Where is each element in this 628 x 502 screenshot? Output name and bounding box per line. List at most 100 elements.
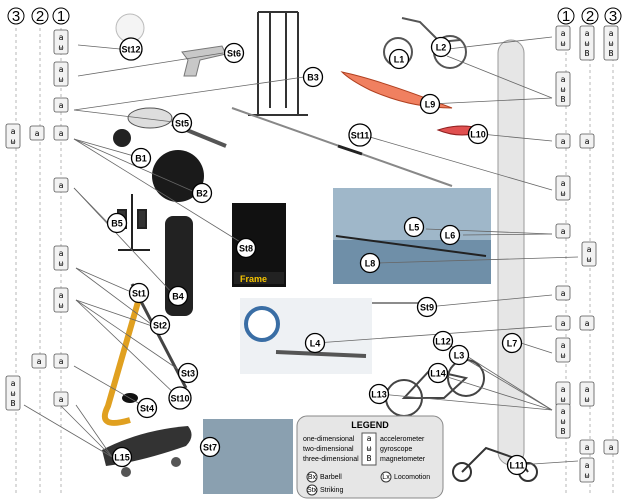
sensor-box-20: a bbox=[555, 223, 571, 239]
barbell-plate-large-illustration bbox=[152, 150, 204, 202]
sensor-box-11: a bbox=[53, 391, 69, 407]
device-label-st3: St3 bbox=[181, 369, 195, 379]
device-marker-b3 bbox=[302, 66, 324, 88]
sensor-glyph-mag: B bbox=[11, 399, 16, 408]
device-label-st1: St1 bbox=[132, 289, 146, 299]
sensor-glyph-accel: a bbox=[11, 127, 16, 136]
sensor-box-12: aωB bbox=[5, 375, 21, 411]
barbell-plate-small-illustration bbox=[113, 129, 131, 147]
sensor-box-18: a bbox=[579, 133, 595, 149]
device-marker-st3 bbox=[177, 362, 199, 384]
sensor-glyph-mag: B bbox=[561, 95, 566, 104]
sensor-glyph-mag: B bbox=[585, 49, 590, 58]
device-marker-l13 bbox=[368, 383, 390, 405]
sensor-glyph-accel: a bbox=[609, 29, 614, 38]
sensor-glyph-accel: a bbox=[561, 385, 566, 394]
legend-code-locomotion: Lx bbox=[382, 474, 390, 481]
sensor-glyph-accel: a bbox=[35, 129, 40, 138]
sensor-box-21: aω bbox=[581, 241, 597, 267]
device-marker-st9 bbox=[416, 296, 438, 318]
hockey-stick-illustration bbox=[101, 287, 145, 426]
legend-sensor-1: accelerometer bbox=[380, 436, 425, 443]
sensor-box-4: aω bbox=[5, 123, 21, 149]
device-marker-l14 bbox=[427, 362, 449, 384]
col-left-3: 3 bbox=[12, 8, 20, 25]
sensor-glyph-accel: a bbox=[585, 137, 590, 146]
device-label-b2: B2 bbox=[196, 189, 208, 199]
sensor-glyph-gyro: ω bbox=[561, 417, 566, 426]
sensor-glyph-gyro: ω bbox=[59, 259, 64, 268]
mast-illustration bbox=[497, 39, 525, 466]
device-label-b4: B4 bbox=[172, 292, 184, 302]
sensor-box-10: a bbox=[53, 353, 69, 369]
sensor-box-3: a bbox=[53, 125, 69, 141]
device-label-st11: St11 bbox=[351, 131, 370, 141]
sensor-glyph-mag: B bbox=[561, 427, 566, 436]
sensor-glyph-gyro: ω bbox=[11, 137, 16, 146]
sensor-box-23: a bbox=[555, 315, 571, 331]
device-label-st10: St10 bbox=[170, 394, 189, 404]
device-label-st7: St7 bbox=[203, 443, 217, 453]
device-label-l5: L5 bbox=[409, 223, 420, 233]
sensor-glyph-accel: a bbox=[59, 129, 64, 138]
sensor-glyph-accel: a bbox=[609, 443, 614, 452]
sensor-glyph-accel: a bbox=[561, 75, 566, 84]
sensor-glyph-accel: a bbox=[59, 101, 64, 110]
sensor-glyph-accel: a bbox=[585, 29, 590, 38]
sensor-box-25: aω bbox=[555, 337, 571, 363]
device-label-l2: L2 bbox=[436, 43, 447, 53]
legend-code-barbell: Bx bbox=[308, 474, 317, 481]
legend-code-striking: Stx bbox=[307, 487, 318, 494]
sensor-glyph-accel: a bbox=[561, 289, 566, 298]
sensor-glyph-accel: a bbox=[59, 65, 64, 74]
sensor-glyph-gyro: ω bbox=[585, 395, 590, 404]
photo-frame-label: Frame bbox=[240, 274, 267, 284]
device-marker-b2 bbox=[191, 182, 213, 204]
sensor-glyph-accel: a bbox=[59, 33, 64, 42]
sensor-box-27: aω bbox=[579, 381, 595, 407]
legend-dim-2: two-dimensional bbox=[303, 446, 354, 453]
device-label-l8: L8 bbox=[365, 259, 376, 269]
device-label-l12: L12 bbox=[435, 337, 451, 347]
sensor-glyph-gyro: ω bbox=[561, 395, 566, 404]
sensor-glyph-accel: a bbox=[561, 319, 566, 328]
device-marker-l1 bbox=[388, 48, 410, 70]
sensor-box-29: a bbox=[579, 439, 595, 455]
device-marker-l2 bbox=[430, 36, 452, 58]
sensor-box-26: aω bbox=[555, 381, 571, 407]
sensor-glyph-accel: a bbox=[561, 407, 566, 416]
device-marker-st5 bbox=[171, 112, 193, 134]
sensor-box-1: aω bbox=[53, 61, 69, 87]
sensor-box-15: aωB bbox=[603, 25, 619, 61]
sensor-glyph-accel: a bbox=[561, 341, 566, 350]
sensor-glyph-gyro: ω bbox=[587, 255, 592, 264]
device-marker-b1 bbox=[130, 147, 152, 169]
device-marker-st7 bbox=[199, 436, 221, 458]
device-marker-l10 bbox=[467, 123, 489, 145]
legend-name-striking: Striking bbox=[320, 487, 343, 494]
sensor-glyph-gyro: ω bbox=[59, 43, 64, 52]
col-left-1: 1 bbox=[57, 8, 65, 25]
sensor-glyph-accel: a bbox=[59, 395, 64, 404]
sensor-box-5: a bbox=[29, 125, 45, 141]
sensor-glyph-accel: a bbox=[585, 385, 590, 394]
device-marker-st10 bbox=[168, 386, 192, 410]
sensor-glyph-accel: a bbox=[585, 443, 590, 452]
col-right-1: 1 bbox=[562, 8, 570, 25]
device-marker-l15 bbox=[111, 446, 133, 468]
device-label-l13: L13 bbox=[371, 390, 387, 400]
sensor-box-16: aωB bbox=[555, 71, 571, 107]
sensor-box-7: aω bbox=[53, 245, 69, 271]
legend-glyph-3: B bbox=[367, 454, 372, 463]
sensor-glyph-gyro: ω bbox=[59, 301, 64, 310]
device-marker-l11 bbox=[506, 454, 528, 476]
sensor-glyph-gyro: ω bbox=[609, 39, 614, 48]
sensor-glyph-gyro: ω bbox=[561, 39, 566, 48]
sensor-box-31: aω bbox=[579, 457, 595, 483]
device-marker-st2 bbox=[149, 314, 171, 336]
device-label-st6: St6 bbox=[227, 49, 241, 59]
legend-glyph-2: ω bbox=[367, 444, 372, 453]
sensor-glyph-accel: a bbox=[561, 227, 566, 236]
